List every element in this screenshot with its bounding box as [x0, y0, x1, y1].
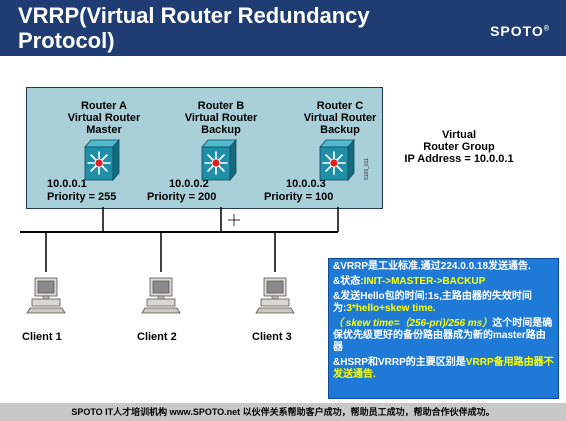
router-c-icon — [319, 139, 355, 181]
note-hello-timer: &发送Hello包的时间:1s,主路由器的失效时间为:3*hello+skew … — [333, 291, 554, 315]
virtual-router-group-label: Virtual Router Group IP Address = 10.0.0… — [399, 129, 519, 165]
router-a-priority: Priority = 255 — [47, 191, 117, 203]
router-c-label: Router C Virtual Router Backup — [285, 100, 395, 136]
slide-header: VRRP(Virtual Router Redundancy Protocol)… — [0, 0, 566, 56]
router-c-state: Backup — [320, 124, 360, 136]
router-c-name: Router C — [316, 100, 364, 112]
router-a-ip: 10.0.0.1 — [47, 178, 87, 190]
note-standard-text: &VRRP是工业标准.通过224.0.0.18发送通告. — [333, 261, 531, 272]
note-hsrp-value: VRRP备用路由器不发送通告. — [333, 357, 554, 380]
note-skew-explanation: 这个时间是确保优先级更好的备份路由器成为新的master路由器 — [333, 318, 553, 353]
client-1-label: Client 1 — [22, 331, 62, 343]
router-b-state: Backup — [201, 124, 241, 136]
registered-mark: ® — [543, 25, 550, 33]
router-c-role: Virtual Router — [303, 112, 377, 124]
note-skew-time: （ skew time=（256-pri)/256 ms）这个时间是确保优先级更… — [333, 318, 554, 354]
spoto-logo: SPOTO® — [490, 23, 550, 39]
note-standard: &VRRP是工业标准.通过224.0.0.18发送通告. — [333, 261, 554, 273]
client-2-label: Client 2 — [137, 331, 177, 343]
logo-text: SPOTO — [490, 23, 544, 39]
slide-title-line1: VRRP(Virtual Router Redundancy — [18, 3, 370, 28]
router-a-ip-block: 10.0.0.1 Priority = 255 — [47, 178, 116, 204]
router-b-label: Router B Virtual Router Backup — [166, 100, 276, 136]
router-a-name: Router A — [80, 100, 128, 112]
client-2-icon — [141, 277, 181, 314]
vrg-line2: Router Group — [423, 141, 495, 153]
note-states-value: INIT->MASTER->BACKUP — [363, 276, 486, 287]
slide-title: VRRP(Virtual Router Redundancy Protocol) — [18, 3, 370, 53]
vrrp-notes-box: &VRRP是工业标准.通过224.0.0.18发送通告. &状态:INIT->M… — [328, 258, 559, 399]
note-skew-formula: （ skew time=（256-pri)/256 ms） — [333, 318, 493, 329]
move-cursor-icon — [228, 214, 240, 226]
slide-footer: SPOTO IT人才培训机构 www.SPOTO.net 以伙伴关系帮助客户成功… — [0, 403, 566, 421]
slide-title-line2: Protocol) — [18, 28, 115, 53]
note-hsrp-prefix: &HSRP和VRRP的主要区别是 — [333, 357, 466, 368]
router-b-priority: Priority = 200 — [147, 191, 217, 203]
router-b-role: Virtual Router — [184, 112, 258, 124]
note-hsrp-diff: &HSRP和VRRP的主要区别是VRRP备用路由器不发送通告. — [333, 357, 554, 381]
note-states: &状态:INIT->MASTER->BACKUP — [333, 276, 554, 288]
vrg-line1: Virtual — [441, 129, 477, 141]
router-a-role: Virtual Router — [67, 112, 141, 124]
client-3-label: Client 3 — [252, 331, 292, 343]
router-b-ip: 10.0.0.2 — [169, 178, 209, 190]
note-hello-prefix: &发送Hello包的时间:1s,主路由器的失效时间为: — [333, 291, 532, 314]
client-1-icon — [26, 277, 66, 314]
router-c-ip: 10.0.0.3 — [286, 178, 326, 190]
note-hello-value: 3*hello+skew time. — [346, 303, 436, 314]
router-b-ip-block: 10.0.0.2 Priority = 200 — [147, 178, 216, 204]
router-b-name: Router B — [197, 100, 245, 112]
client-3-icon — [255, 277, 295, 314]
router-c-ip-block: 10.0.0.3 Priority = 100 — [264, 178, 333, 204]
router-a-icon — [84, 139, 120, 181]
router-b-icon — [201, 139, 237, 181]
router-a-label: Router A Virtual Router Master — [49, 100, 159, 136]
router-c-priority: Priority = 100 — [264, 191, 334, 203]
router-a-state: Master — [86, 124, 122, 136]
vrg-ip-address: IP Address = 10.0.0.1 — [404, 153, 514, 165]
note-states-prefix: &状态: — [333, 276, 364, 287]
